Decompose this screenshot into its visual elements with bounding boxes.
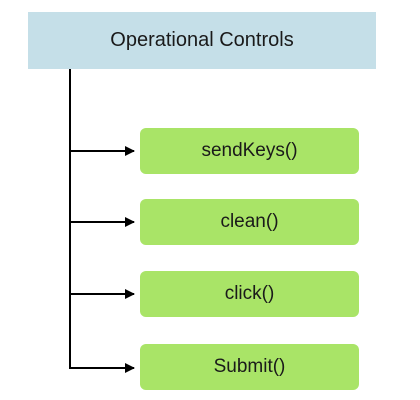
node-click-label: click() xyxy=(224,283,275,304)
root-node-label: Operational Controls xyxy=(110,29,294,51)
node-click: click() xyxy=(140,271,359,317)
node-clean: clean() xyxy=(140,199,359,245)
node-sendkeys-label: sendKeys() xyxy=(201,140,298,161)
node-submit-label: Submit() xyxy=(213,356,286,377)
node-submit: Submit() xyxy=(140,344,359,390)
node-sendkeys: sendKeys() xyxy=(140,128,359,174)
root-node: Operational Controls xyxy=(28,12,376,69)
node-clean-label: clean() xyxy=(220,211,279,232)
